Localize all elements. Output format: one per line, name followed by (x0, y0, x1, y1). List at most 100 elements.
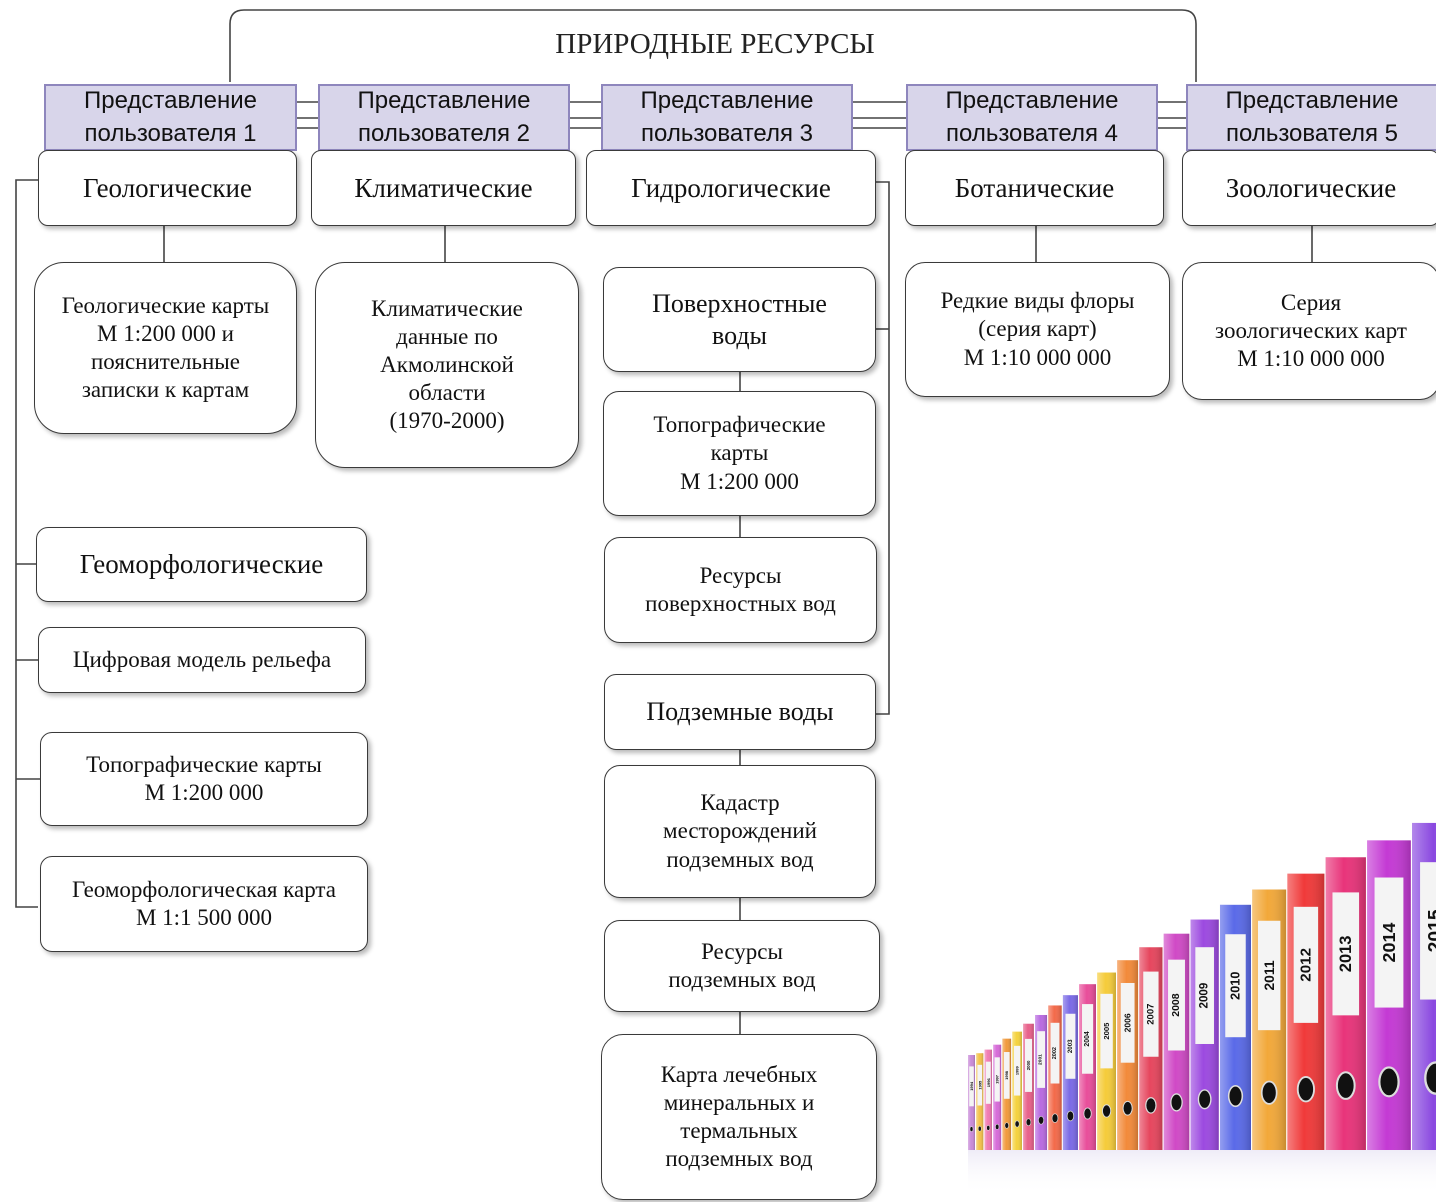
topo-maps-geo-box: Топографические карты М 1:200 000 (40, 732, 368, 826)
binder-ring-hole (1004, 1122, 1009, 1129)
binder-year-label: 2006 (1123, 1013, 1133, 1032)
binder-year-label: 1994 (969, 1081, 974, 1091)
binder-label-area (1143, 971, 1159, 1057)
binder-label-area (1003, 1052, 1010, 1099)
binder-2003: 2003 (1062, 995, 1078, 1150)
binder-2000: 2000 (1023, 1023, 1034, 1150)
user-view-5: Представление пользователя 5 (1186, 84, 1436, 151)
binder-1995: 1995 (976, 1053, 984, 1150)
binder-2008: 2008 (1163, 933, 1190, 1150)
binder-ring-hole (1122, 1100, 1133, 1116)
binder-label-area (1225, 934, 1246, 1038)
category-botanical: Ботанические (905, 150, 1164, 226)
mineral-map-box: Карта лечебных минеральных и термальных … (601, 1034, 877, 1200)
geomorph-map-box: Геоморфологическая карта М 1:1 500 000 (40, 856, 368, 952)
binder-ring-hole (995, 1123, 1000, 1130)
binder-ring-hole (1424, 1061, 1436, 1095)
binder-label-area (977, 1064, 983, 1106)
binder-1996: 1996 (984, 1049, 992, 1150)
binder-reflection (968, 1150, 1436, 1195)
rare-flora-box: Редкие виды флоры (серия карт) М 1:10 00… (905, 262, 1170, 397)
dem-box: Цифровая модель рельефа (38, 627, 366, 693)
binder-2013: 2013 (1325, 857, 1366, 1150)
binder-label-area (1037, 1031, 1046, 1088)
binder-label-area (1168, 959, 1185, 1051)
binder-2009: 2009 (1190, 919, 1219, 1150)
binder-year-label: 2013 (1337, 936, 1355, 973)
binder-2012: 2012 (1287, 873, 1325, 1150)
binder-label-area (1050, 1022, 1060, 1084)
main-title: ПРИРОДНЫЕ РЕСУРСЫ (555, 28, 875, 60)
binder-year-label: 2002 (1052, 1047, 1058, 1059)
binder-ring-hole (1038, 1116, 1045, 1125)
binder-label-area (1100, 993, 1113, 1069)
category-zoological: Зоологические (1182, 150, 1436, 226)
binder-label-area (1120, 982, 1135, 1063)
binder-label-area (1257, 920, 1281, 1031)
binder-ring-hole (1145, 1097, 1157, 1114)
binder-label-area (1420, 862, 1436, 1000)
binder-label-area (1374, 877, 1404, 1008)
binder-ring-hole (1296, 1076, 1315, 1103)
geological-maps-box: Геологические карты М 1:200 000 и поясни… (34, 262, 297, 434)
binder-year-label: 2004 (1084, 1031, 1091, 1046)
binder-year-label: 1999 (1015, 1065, 1020, 1075)
binder-2011: 2011 (1252, 889, 1287, 1150)
binder-2005: 2005 (1097, 972, 1116, 1150)
binder-year-label: 1995 (977, 1080, 982, 1090)
category-geological: Геологические (38, 150, 297, 226)
underground-waters-box: Подземные воды (604, 674, 876, 750)
binder-2010: 2010 (1219, 904, 1252, 1150)
binder-year-label: 2001 (1038, 1054, 1044, 1065)
binder-ring-hole (1378, 1066, 1400, 1098)
binder-1999: 1999 (1012, 1031, 1022, 1150)
user-view-4: Представление пользователя 4 (906, 84, 1158, 151)
binder-ring-hole (1260, 1080, 1278, 1105)
binder-2015: 2015 (1412, 822, 1436, 1150)
binder-ring-hole (1197, 1089, 1212, 1110)
surface-waters-box: Поверхностные воды (603, 267, 876, 372)
binder-year-label: 2008 (1171, 993, 1182, 1016)
binder-label-area (1332, 892, 1360, 1016)
surface-water-resources-box: Ресурсы поверхностных вод (604, 537, 877, 643)
binder-2001: 2001 (1035, 1014, 1048, 1150)
binder-ring-hole (1051, 1113, 1059, 1123)
binder-year-label: 2000 (1026, 1060, 1031, 1070)
zoo-maps-box: Серия зоологических карт М 1:10 000 000 (1182, 262, 1436, 400)
binder-label-area (1024, 1038, 1033, 1092)
binder-year-label: 2003 (1067, 1039, 1074, 1053)
binder-ring-hole (1335, 1071, 1356, 1100)
binder-year-label: 1996 (986, 1078, 991, 1088)
binder-2002: 2002 (1048, 1005, 1062, 1150)
binder-year-label: 2012 (1297, 948, 1314, 982)
binder-ring-hole (1170, 1093, 1183, 1112)
binder-2014: 2014 (1367, 840, 1411, 1150)
binder-ring-hole (1014, 1120, 1020, 1128)
category-hydrological: Гидрологические (586, 150, 876, 226)
binder-ring-hole (1066, 1110, 1075, 1122)
category-geomorphological: Геоморфологические (36, 527, 367, 602)
binder-ring-hole (969, 1126, 974, 1132)
user-view-1: Представление пользователя 1 (44, 84, 297, 151)
binder-2004: 2004 (1079, 984, 1096, 1150)
binder-1994: 1994 (968, 1055, 975, 1150)
binder-ring-hole (977, 1125, 982, 1132)
underground-resources-box: Ресурсы подземных вод (604, 920, 880, 1012)
binder-year-label: 2014 (1379, 923, 1399, 963)
binder-label-area (1293, 906, 1319, 1023)
climate-data-box: Климатические данные по Акмолинской обла… (315, 262, 579, 468)
binder-year-label: 2007 (1145, 1004, 1156, 1025)
binder-year-label: 2009 (1199, 983, 1211, 1009)
binder-ring-hole (1083, 1107, 1092, 1120)
binder-year-label: 2015 (1425, 909, 1436, 952)
binder-label-area (1013, 1045, 1021, 1096)
binder-label-area (969, 1066, 974, 1107)
user-view-3: Представление пользователя 3 (601, 84, 853, 151)
binder-year-label: 2005 (1102, 1022, 1111, 1040)
binder-ring-hole (1101, 1104, 1112, 1118)
binder-ring-hole (1025, 1118, 1032, 1127)
binder-label-area (985, 1061, 991, 1104)
binder-2007: 2007 (1139, 947, 1163, 1150)
binder-year-label: 2011 (1261, 960, 1277, 990)
binder-1998: 1998 (1002, 1038, 1012, 1150)
